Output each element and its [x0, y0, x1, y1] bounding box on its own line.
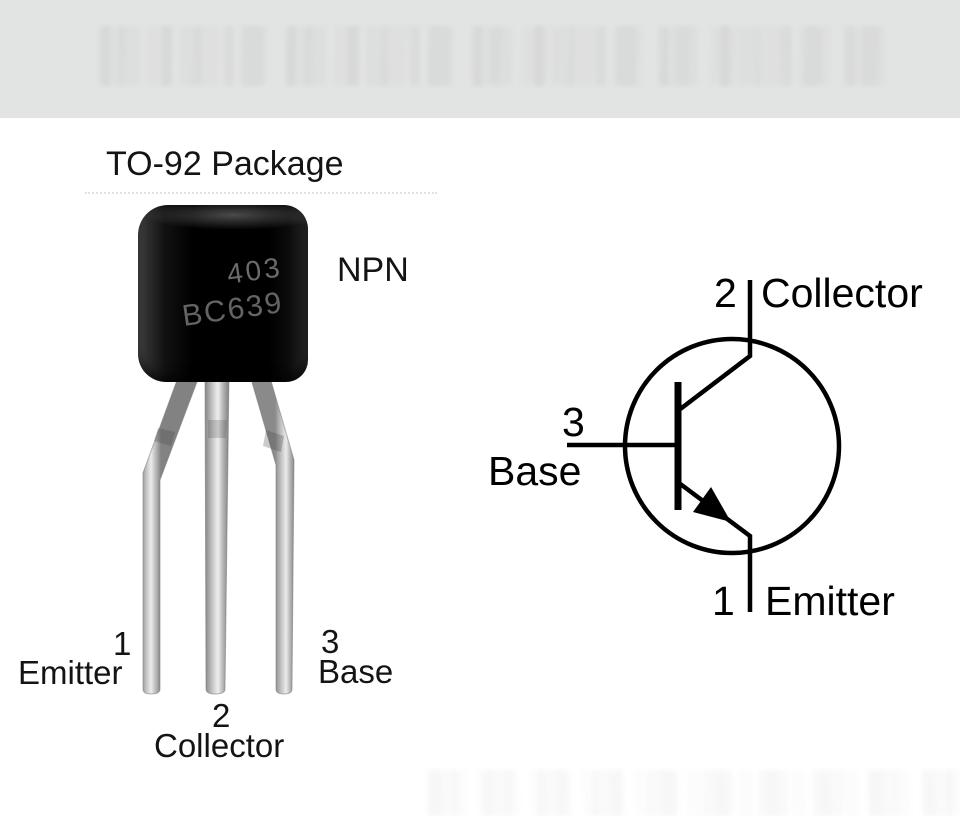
- pin1-name-label: Emitter: [18, 654, 123, 691]
- pin1-number-label: 1: [113, 625, 132, 662]
- schematic-pin2-name: Collector: [761, 270, 923, 316]
- schematic-pin3-name: Base: [488, 448, 582, 494]
- pin3-name-label: Base: [318, 653, 394, 690]
- symbol-collector-line: [677, 280, 753, 412]
- watermark-ghost-bottom: [428, 770, 960, 816]
- dotted-divider: [85, 192, 437, 194]
- schematic-pin3-number: 3: [562, 399, 585, 445]
- lead-crimp-left: [154, 428, 175, 446]
- schematic-pin2-number: 2: [714, 270, 737, 316]
- lead-collector: [204, 373, 230, 695]
- transistor-body: 403 BC639: [138, 205, 308, 382]
- schematic-pin1-number: 1: [712, 578, 735, 624]
- package-title: TO-92 Package: [106, 145, 344, 183]
- pin3-number-label: 3: [321, 623, 340, 660]
- lead-base: [248, 371, 295, 695]
- pin2-number-label: 2: [212, 697, 231, 734]
- watermark-band: [0, 0, 960, 118]
- watermark-ghost-text: [100, 26, 890, 86]
- symbol-emitter-arrow: [693, 487, 731, 522]
- lead-crimp-middle: [208, 420, 227, 438]
- lead-emitter: [142, 371, 201, 695]
- lead-crimp-right: [263, 430, 284, 452]
- pin2-name-label: Collector: [154, 727, 285, 764]
- schematic-pin1-name: Emitter: [765, 578, 895, 624]
- transistor-type-label: NPN: [337, 251, 409, 289]
